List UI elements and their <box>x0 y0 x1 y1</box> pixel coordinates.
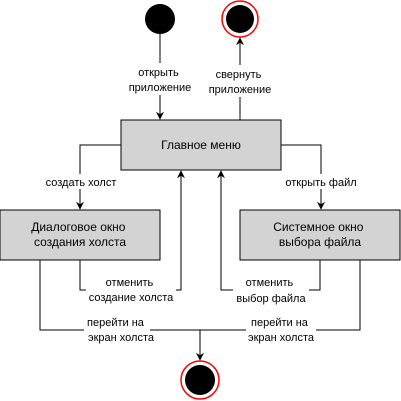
state-file-picker-line-1: Системное окно <box>273 220 364 234</box>
edge-create-canvas-label: создать холст <box>46 177 117 189</box>
edge-open-app-line-1: открыть <box>138 67 179 79</box>
edge-cancel-create-line-2: создание холста <box>89 292 174 304</box>
edge-cancel-create-line-1: отменить <box>106 277 154 289</box>
edge-minimize-app-label: свернуть приложение <box>209 69 272 96</box>
state-main-menu-label: Главное меню <box>161 138 241 152</box>
state-file-picker-line-2: выбора файла <box>279 235 361 249</box>
edge-goto-canvas-right-line-2: экран холста <box>248 332 315 344</box>
edge-goto-canvas-left-line-2: экран холста <box>88 332 155 344</box>
state-create-canvas-dialog-label: Диалоговое окно создания холста <box>31 220 129 249</box>
edge-cancel-file-line-1: отменить <box>246 277 294 289</box>
edge-cancel-file-line-2: выбор файла <box>236 293 306 305</box>
edge-goto-canvas-right-line-1: перейти на <box>251 317 309 329</box>
edge-minimize-app-line-2: приложение <box>209 84 272 96</box>
edge-goto-canvas-left-label: перейти на экран холста <box>87 317 155 344</box>
state-create-canvas-dialog-line-1: Диалоговое окно <box>31 220 126 234</box>
state-create-canvas-dialog: Диалоговое окно создания холста <box>0 209 161 261</box>
edge-cancel-create-label: отменить создание холста <box>89 277 174 304</box>
final-node-top <box>221 0 259 38</box>
state-file-picker: Системное окно выбора файла <box>239 209 401 261</box>
final-node-bottom <box>180 360 220 400</box>
edge-goto-canvas-left-line-1: перейти на <box>87 317 145 329</box>
edge-open-app-label: открыть приложение <box>129 67 192 94</box>
edge-goto-canvas-right-label: перейти на экран холста <box>248 317 315 344</box>
state-main-menu: Главное меню <box>120 119 282 171</box>
initial-node <box>145 4 175 34</box>
edge-open-file-label: открыть файл <box>285 177 356 189</box>
state-create-canvas-dialog-line-2: создания холста <box>34 235 126 249</box>
edge-cancel-file-label: отменить выбор файла <box>236 277 306 305</box>
edge-open-app-line-2: приложение <box>129 82 192 94</box>
state-file-picker-label: Системное окно выбора файла <box>273 220 367 249</box>
edge-minimize-app-line-1: свернуть <box>216 69 262 81</box>
